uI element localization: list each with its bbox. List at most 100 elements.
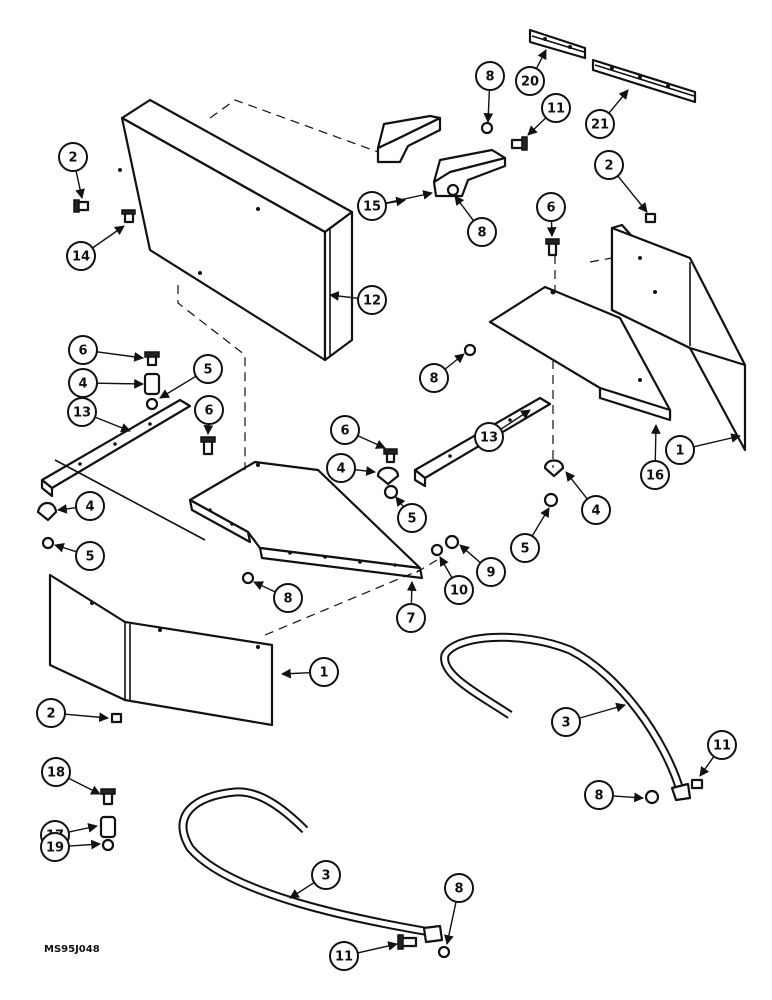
figure-code: MS95J048 — [44, 944, 100, 955]
callout-label: 5 — [203, 363, 212, 378]
callout-16: 16 — [640, 424, 670, 490]
part-15-bracket-lower — [432, 148, 507, 198]
callout-3: 3 — [551, 702, 626, 737]
part-20-bar — [528, 28, 587, 60]
clip-17 — [99, 815, 117, 839]
bolt-18 — [100, 788, 116, 806]
callout-label: 2 — [604, 159, 613, 174]
callout-14: 14 — [66, 225, 125, 271]
callout-11: 11 — [329, 941, 398, 971]
bolt-11-bottom — [397, 934, 418, 950]
callout-13: 13 — [474, 409, 531, 452]
callout-label: 19 — [46, 841, 64, 856]
callout-6: 6 — [536, 192, 566, 237]
callout-8: 8 — [475, 61, 505, 123]
callout-label: 11 — [547, 102, 565, 117]
callout-label: 13 — [73, 406, 91, 421]
callout-21: 21 — [585, 89, 629, 139]
callout-6: 6 — [68, 335, 144, 365]
callout-label: 20 — [521, 75, 539, 90]
callout-4: 4 — [326, 453, 376, 483]
callout-label: 16 — [646, 469, 664, 484]
callout-8: 8 — [454, 195, 497, 247]
callout-2: 2 — [36, 698, 109, 728]
callout-13: 13 — [67, 397, 131, 433]
nut-8-bottom — [437, 945, 451, 959]
callout-1: 1 — [281, 657, 339, 687]
callout-12: 12 — [329, 285, 387, 315]
callout-label: 18 — [47, 766, 65, 781]
bolt-6-left — [144, 351, 160, 367]
callout-label: 6 — [204, 404, 213, 419]
callout-label: 8 — [485, 70, 494, 85]
callout-label: 12 — [363, 294, 381, 309]
nut-5-center — [383, 484, 399, 500]
callout-label: 21 — [591, 118, 609, 133]
callout-11: 11 — [527, 93, 571, 136]
bolt-14 — [121, 209, 136, 224]
bolt-6-center — [200, 436, 216, 456]
callout-8: 8 — [584, 780, 644, 810]
clip-4-lower-left — [36, 501, 58, 522]
nut-8-bracket — [446, 183, 460, 197]
callout-5: 5 — [510, 507, 550, 563]
nut-5-lower-left — [41, 536, 55, 550]
callout-label: 1 — [319, 666, 328, 681]
part-12-top-panel — [118, 98, 354, 362]
callout-6: 6 — [330, 415, 386, 449]
clip-4-right — [543, 459, 565, 478]
bolt-2-top — [73, 199, 90, 213]
callout-5: 5 — [159, 354, 223, 399]
callout-label: 10 — [450, 584, 468, 599]
callout-8: 8 — [253, 581, 303, 613]
callout-label: 8 — [594, 789, 603, 804]
callout-2: 2 — [594, 150, 648, 213]
callout-label: 5 — [520, 542, 529, 557]
part-13-left-bar — [40, 398, 206, 541]
part-21-bar — [591, 58, 697, 104]
nut-8-top — [480, 121, 494, 135]
nut-8-rod — [644, 789, 660, 805]
callout-layer: 1122233444455556666788888891011111112131… — [36, 49, 741, 971]
hardware-bolts — [73, 136, 704, 950]
callout-5: 5 — [54, 541, 105, 571]
callout-label: 2 — [68, 151, 77, 166]
clip-4-center — [376, 466, 400, 486]
callout-19: 19 — [40, 832, 101, 862]
callout-label: 1 — [675, 444, 684, 459]
callout-label: 6 — [340, 424, 349, 439]
callout-label: 6 — [546, 201, 555, 216]
callout-3: 3 — [289, 860, 341, 899]
callout-label: 6 — [78, 344, 87, 359]
callout-11: 11 — [699, 730, 737, 777]
callout-label: 8 — [454, 882, 463, 897]
part-16-right-shelf — [488, 285, 672, 422]
bolt-2-bottom — [110, 712, 123, 724]
callout-1: 1 — [665, 433, 741, 465]
bolt-6-mid — [383, 448, 398, 464]
nut-19 — [101, 838, 115, 852]
bolt-2-right — [644, 212, 657, 224]
part-3-right-guard-rod — [440, 632, 692, 802]
washer-10 — [430, 543, 444, 557]
callout-label: 14 — [72, 250, 90, 265]
callout-label: 8 — [283, 592, 292, 607]
callout-8: 8 — [419, 353, 465, 393]
callout-8: 8 — [444, 873, 474, 945]
nut-9 — [444, 534, 460, 550]
callout-2: 2 — [58, 142, 88, 199]
nut-8-right-shelf — [463, 343, 477, 357]
nut-8-center — [241, 571, 255, 585]
hardware-clips-nuts — [36, 121, 660, 959]
bolt-6-right — [545, 238, 560, 257]
callout-4: 4 — [57, 491, 105, 521]
callout-label: 2 — [46, 707, 55, 722]
callout-label: 4 — [336, 462, 345, 477]
callout-7: 7 — [396, 581, 426, 633]
callout-label: 3 — [321, 869, 330, 884]
part-1-lower-plate — [48, 573, 274, 727]
clip-4-left — [143, 372, 161, 396]
bolt-11-right — [690, 778, 704, 790]
